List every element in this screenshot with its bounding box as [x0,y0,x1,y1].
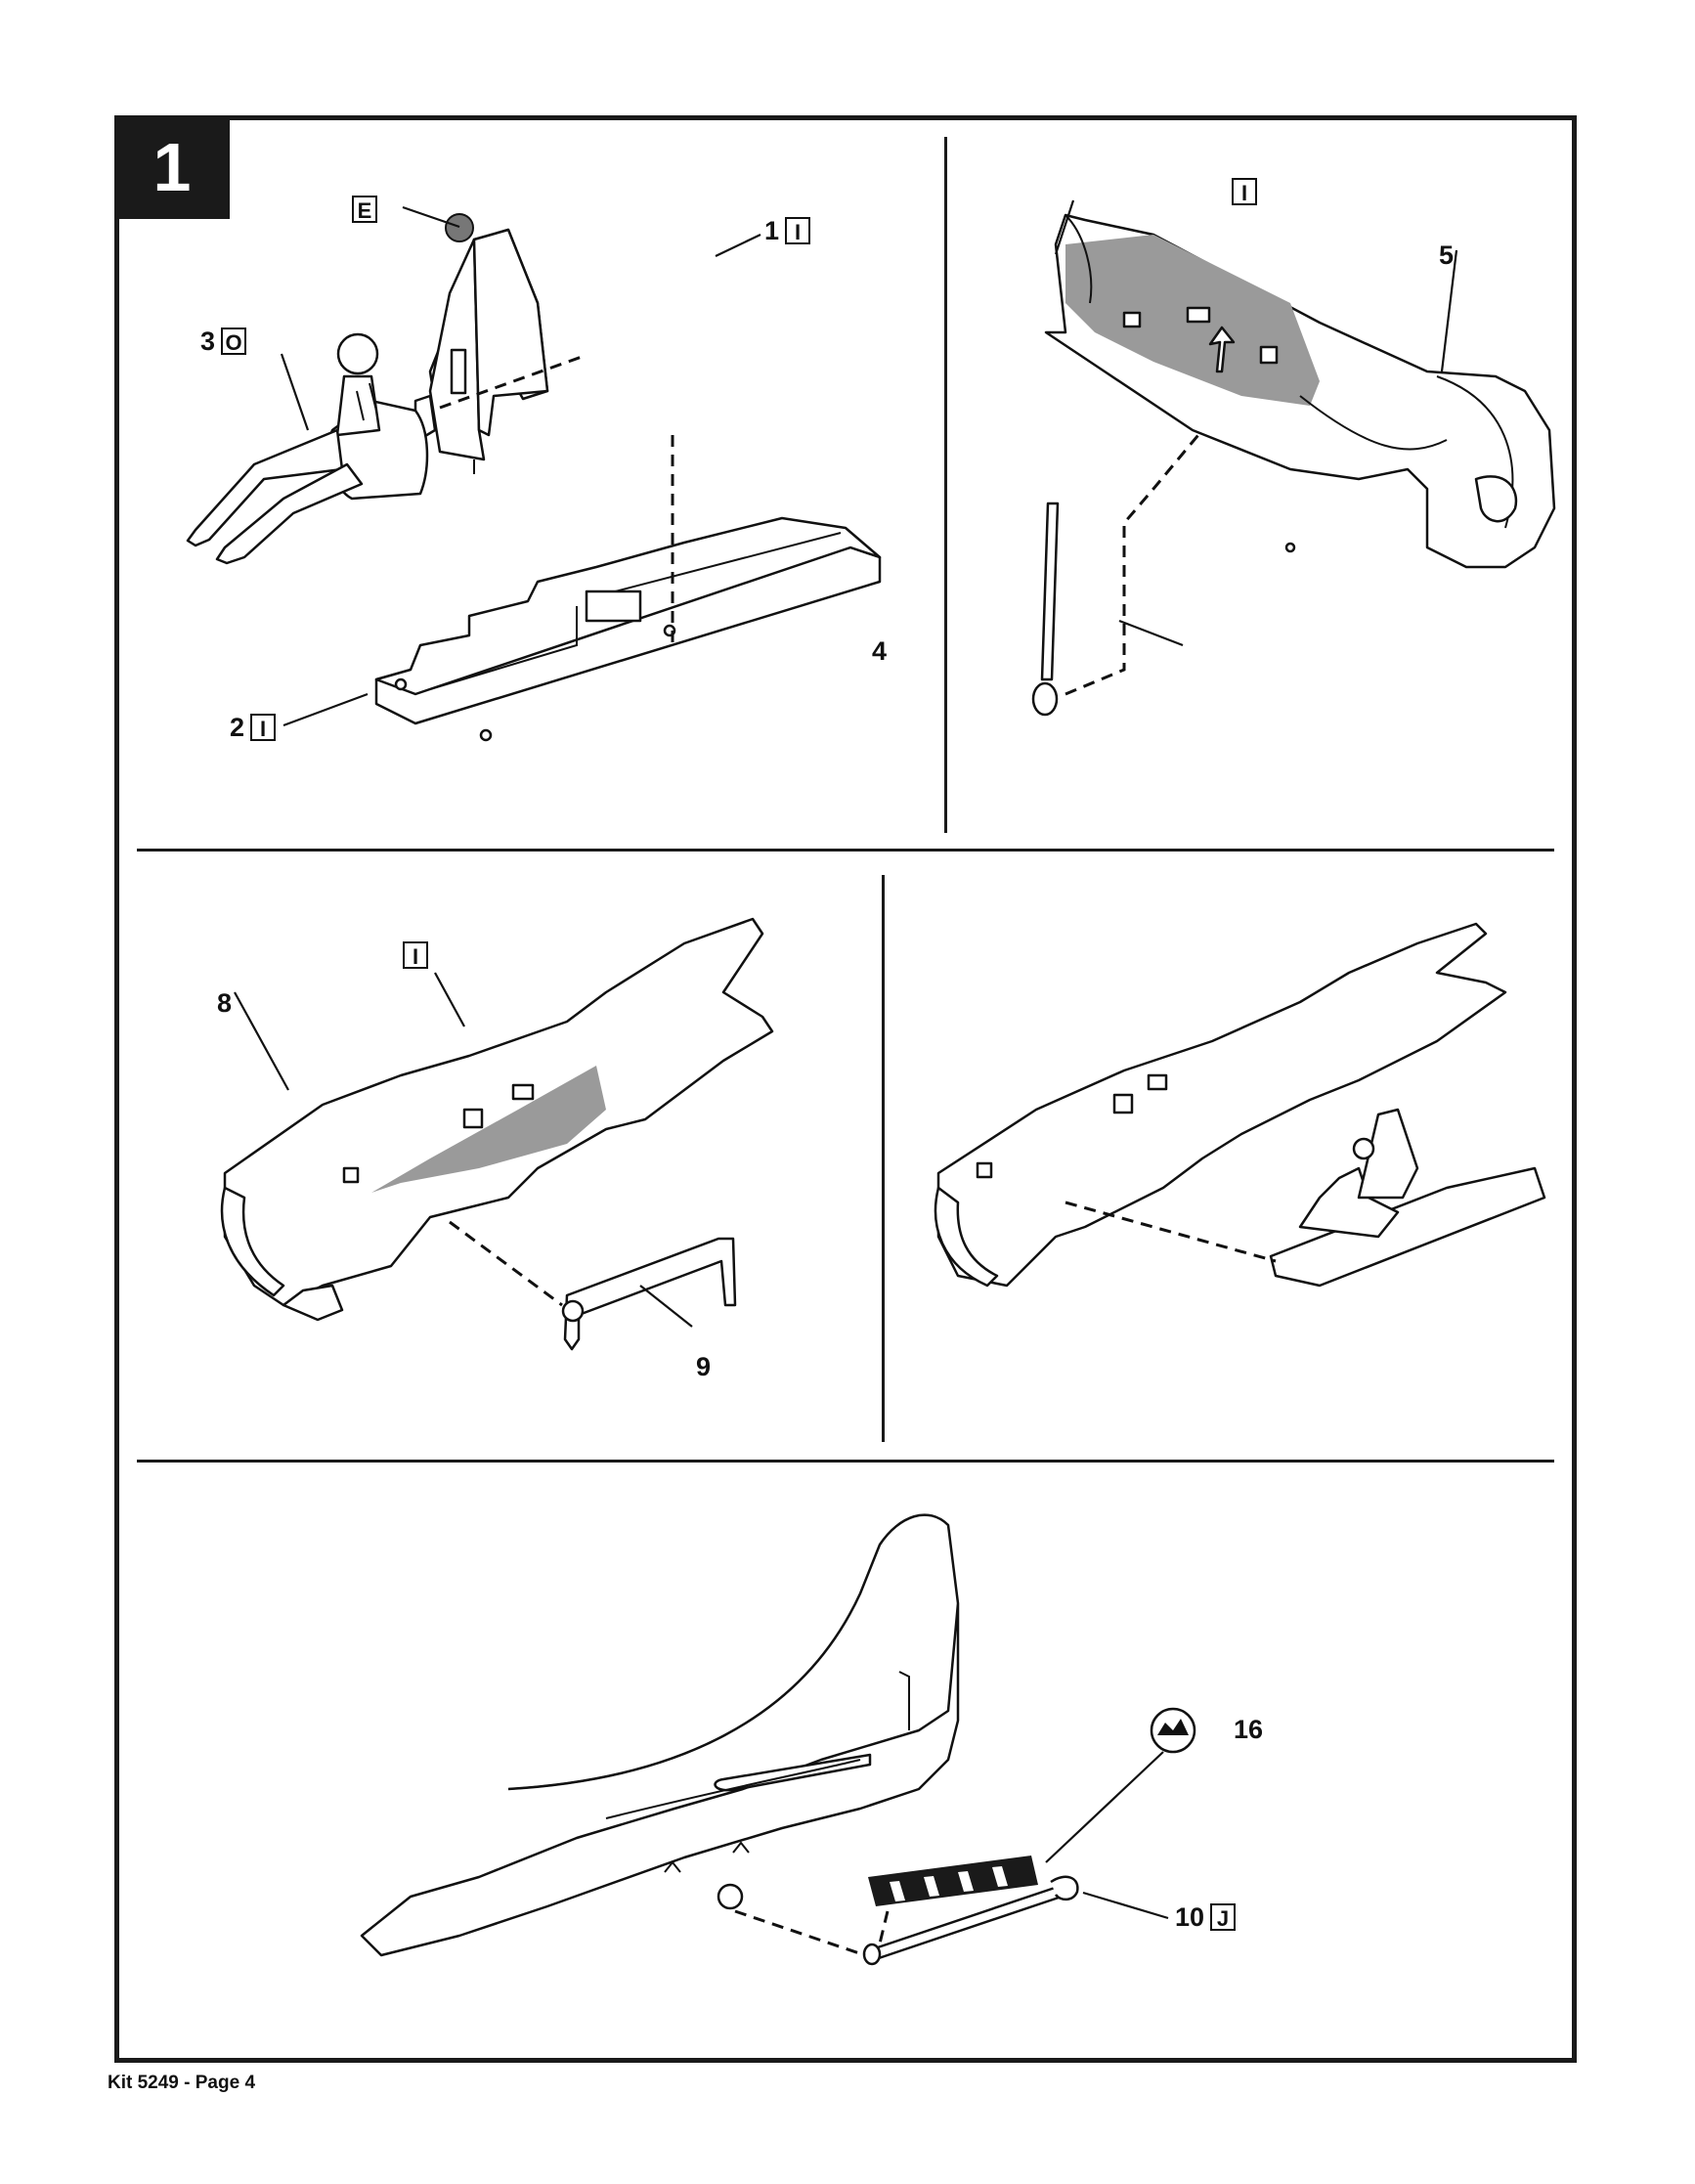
pilot-figure [186,332,437,565]
panel-seat-assembly: E 1 I 3 O 2 I [137,137,938,841]
tail-section [360,1513,960,1957]
divider-vertical-middle [882,875,885,1442]
callout-part-5: 5 [1439,240,1455,270]
assembly-line-tub [1065,1201,1277,1263]
decal-marker-icon [1150,1707,1196,1754]
callout-part-8: 8 [217,988,233,1018]
cockpit-tub-part [374,516,882,742]
callout-part-3: 3 O [200,328,247,355]
cockpit-installed-drawing [934,922,1546,1288]
callout-part-1: 1 I [764,217,811,244]
assembly-line-pilot-to-seat [439,355,583,410]
tail-hook-drawing [360,1513,1196,1966]
callout-part-16: 16 [1234,1715,1264,1744]
step-number-badge: 1 [114,115,230,219]
part-letter-box: J [1210,1903,1237,1931]
divider-horizontal-1 [137,849,1554,852]
panel-fuselage-left-half: I 5 4 [872,137,1564,841]
assembly-line-stick [1065,429,1204,696]
fuselage-with-cockpit [934,922,1507,1288]
panel-cockpit-installed [890,875,1564,1452]
fuselage-right-half [220,917,774,1322]
part-letter-box: E [352,196,377,223]
callout-E: E [352,196,377,223]
cross-member-part-9 [561,1237,737,1351]
cockpit-tub-assembled [1269,1108,1546,1288]
part-letter-box: I [250,714,277,741]
part-letter-box: I [785,217,811,244]
panel-fuselage-right-half: 8 I 9 [137,875,880,1452]
panel-tail-hook: 16 10 J [137,1466,1564,2053]
instruction-frame [114,115,1577,2063]
callout-I: I [403,941,428,969]
assembly-line-decal-to-hook [878,1910,890,1944]
divider-vertical-top [944,137,947,833]
seat-back-part [428,213,549,474]
callout-part-2: 2 I [230,714,277,741]
seat-assembly-drawing [186,205,882,742]
fuselage-left-drawing [1031,199,1556,717]
divider-horizontal-2 [137,1460,1554,1463]
callout-part-9: 9 [696,1352,712,1381]
control-stick-part [1031,502,1060,717]
fuselage-right-drawing [220,917,774,1351]
assembly-line-hook-to-tail [734,1909,866,1957]
callout-I: I [1232,178,1257,205]
decal-stripe [868,1856,1038,1906]
part-letter-box: O [221,328,247,355]
callout-part-4: 4 [872,636,888,666]
assembly-line-part9 [449,1220,563,1307]
fuselage-left-half [1044,213,1556,569]
tail-hook-part-10 [862,1875,1079,1966]
page-footer: Kit 5249 - Page 4 [108,2073,256,2093]
part-letter-box: I [1232,178,1257,205]
callout-part-10: 10 J [1175,1903,1237,1931]
part-letter-box: I [403,941,428,969]
